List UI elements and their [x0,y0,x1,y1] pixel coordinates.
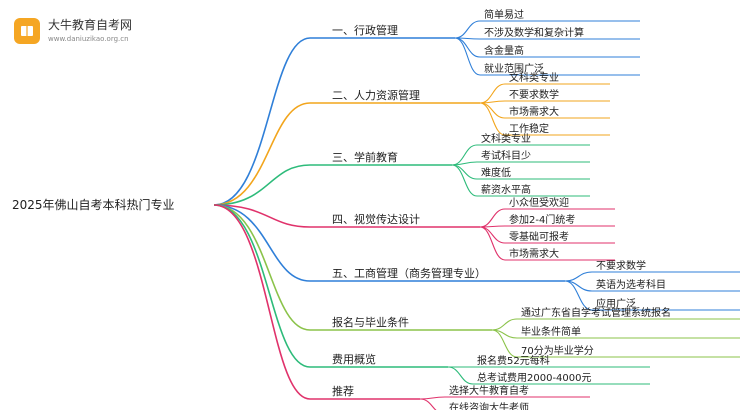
leaf-node: 零基础可报考 [509,230,569,243]
leaf-connector [451,161,590,166]
leaf-connector [479,102,610,136]
branch-connector [213,164,452,206]
leaf-connector [479,83,610,104]
leaf-node: 报名费52元每科 [477,354,550,367]
branch-label: 一、行政管理 [332,23,398,37]
leaf-node: 文科类专业 [509,71,559,84]
leaf-node: 考试科目少 [481,149,531,162]
branch-connector [213,204,565,282]
leaf-node: 含金量高 [484,44,524,57]
leaf-node: 通过广东省自学考试管理系统报名 [521,306,671,319]
leaf-connector [491,318,740,331]
leaf-connector [447,366,650,385]
leaf-connector [564,271,740,282]
branch-label: 报名与毕业条件 [332,315,409,329]
leaf-node: 不涉及数学和复杂计算 [484,26,584,39]
branch-connector [213,204,420,400]
leaf-connector [491,329,740,358]
branch-label: 五、工商管理（商务管理专业） [332,266,486,280]
leaf-connector [419,398,437,410]
leaf-node: 不要求数学 [509,88,559,101]
leaf-connector [454,37,640,76]
branch-label: 二、人力资源管理 [332,88,420,102]
leaf-node: 工作稳定 [509,122,549,135]
logo-title: 大牛教育自考网 [48,18,133,32]
branch-connector [213,37,455,206]
leaf-node: 总考试费用2000-4000元 [477,371,592,384]
leaf-node: 就业范围广泛 [484,62,544,75]
leaf-node: 小众但受欢迎 [509,196,569,209]
leaf-node: 应用广泛 [596,297,636,310]
logo-url: www.daniuzikao.org.cn [48,35,129,43]
leaf-node: 薪资水平高 [481,183,531,196]
leaf-node: 毕业条件简单 [521,325,581,338]
leaf-connector [454,37,640,58]
leaf-connector [479,225,615,228]
leaf-connector [419,396,590,400]
leaf-connector [451,144,590,166]
leaf-connector [479,100,610,104]
branch-label: 推荐 [332,384,354,398]
leaf-node: 参加2-4门统考 [509,213,575,226]
site-logo: 大牛教育自考网 www.daniuzikao.org.cn [14,16,184,50]
leaf-connector [479,208,615,228]
leaf-node: 市场需求大 [509,105,559,118]
leaf-node: 英语为选考科目 [596,278,666,291]
leaf-connector [564,280,740,311]
leaf-connector [451,164,590,197]
branch-connector [213,204,480,228]
branch-connector [213,204,448,368]
branch-label: 四、视觉传达设计 [332,212,420,226]
root-node: 2025年佛山自考本科热门专业 [12,197,175,212]
leaf-node: 在线咨询大牛老师 [449,401,529,410]
leaf-node: 不要求数学 [596,259,646,272]
leaf-node: 市场需求大 [509,247,559,260]
leaf-node: 简单易过 [484,8,524,21]
book-icon [14,18,40,44]
leaf-node: 难度低 [481,166,511,179]
branch-label: 费用概览 [332,352,376,366]
leaf-node: 文科类专业 [481,132,531,145]
leaf-connector [479,226,615,261]
branch-label: 三、学前教育 [332,150,398,164]
branch-connector [213,102,480,206]
leaf-connector [454,20,640,39]
leaf-connector [451,164,590,180]
branch-connector [213,204,492,331]
leaf-node: 选择大牛教育自考 [449,384,529,397]
leaf-node: 70分为毕业学分 [521,344,594,357]
